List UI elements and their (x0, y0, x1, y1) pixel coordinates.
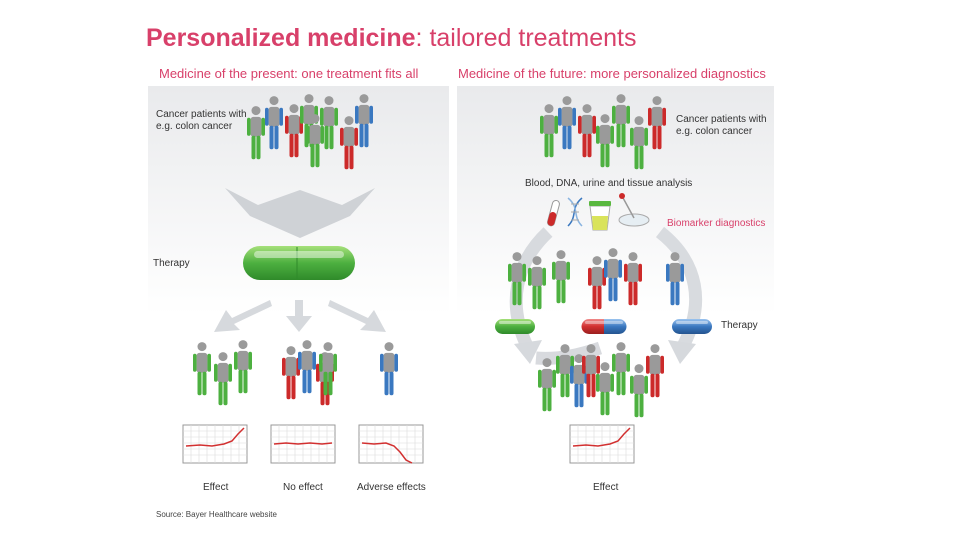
right-effect-graph (569, 424, 635, 464)
right-patients-label-line2: e.g. colon cancer (676, 126, 753, 137)
title-rest: : tailored treatments (415, 24, 637, 52)
left-patients-label-line1: Cancer patients with (156, 109, 247, 120)
right-therapy-label: Therapy (721, 320, 758, 331)
biomarker-label: Biomarker diagnostics (667, 218, 766, 229)
left-patient-group (247, 94, 373, 170)
adverse-effects-label: Adverse effects (357, 482, 426, 493)
dna-icon (567, 197, 583, 227)
right-patients-label-line1: Cancer patients with (676, 114, 767, 125)
left-no-effect-group (282, 340, 337, 406)
effect-label: Effect (203, 482, 229, 493)
urine-cup-icon (589, 201, 611, 231)
page-title: Personalized medicine: tailored treatmen… (146, 24, 636, 53)
adverse-effects-graph (358, 424, 424, 464)
left-patients-label: Cancer patients with e.g. colon cancer (156, 109, 247, 133)
green-pill (495, 319, 535, 334)
left-therapy-pill (243, 246, 355, 280)
red-blue-pill (581, 319, 627, 334)
title-bold: Personalized medicine (146, 24, 416, 52)
right-panel-heading: Medicine of the future: more personalize… (458, 66, 766, 81)
left-adverse-group (380, 342, 398, 396)
cycle-arrows (509, 226, 702, 365)
analysis-label: Blood, DNA, urine and tissue analysis (525, 178, 693, 189)
right-red-group (588, 248, 642, 310)
left-panel-heading: Medicine of the present: one treatment f… (159, 66, 419, 81)
cycle-arrowheads (514, 340, 696, 364)
right-patients-label: Cancer patients with e.g. colon cancer (676, 114, 767, 138)
left-merge-arrow (225, 188, 375, 238)
no-effect-graph (270, 424, 336, 464)
left-effect-group (193, 340, 252, 406)
right-effect-label: Effect (593, 482, 619, 493)
blood-tube-icon (547, 199, 560, 227)
blue-pill (672, 319, 712, 334)
left-therapy-label: Therapy (153, 258, 190, 269)
left-split-arrows (214, 300, 386, 332)
no-effect-label: No effect (283, 482, 323, 493)
source-note: Source: Bayer Healthcare website (156, 510, 277, 519)
effect-graph (182, 424, 248, 464)
left-patients-label-line2: e.g. colon cancer (156, 121, 233, 132)
right-patient-group (540, 94, 666, 170)
tissue-dish-icon (618, 193, 650, 227)
